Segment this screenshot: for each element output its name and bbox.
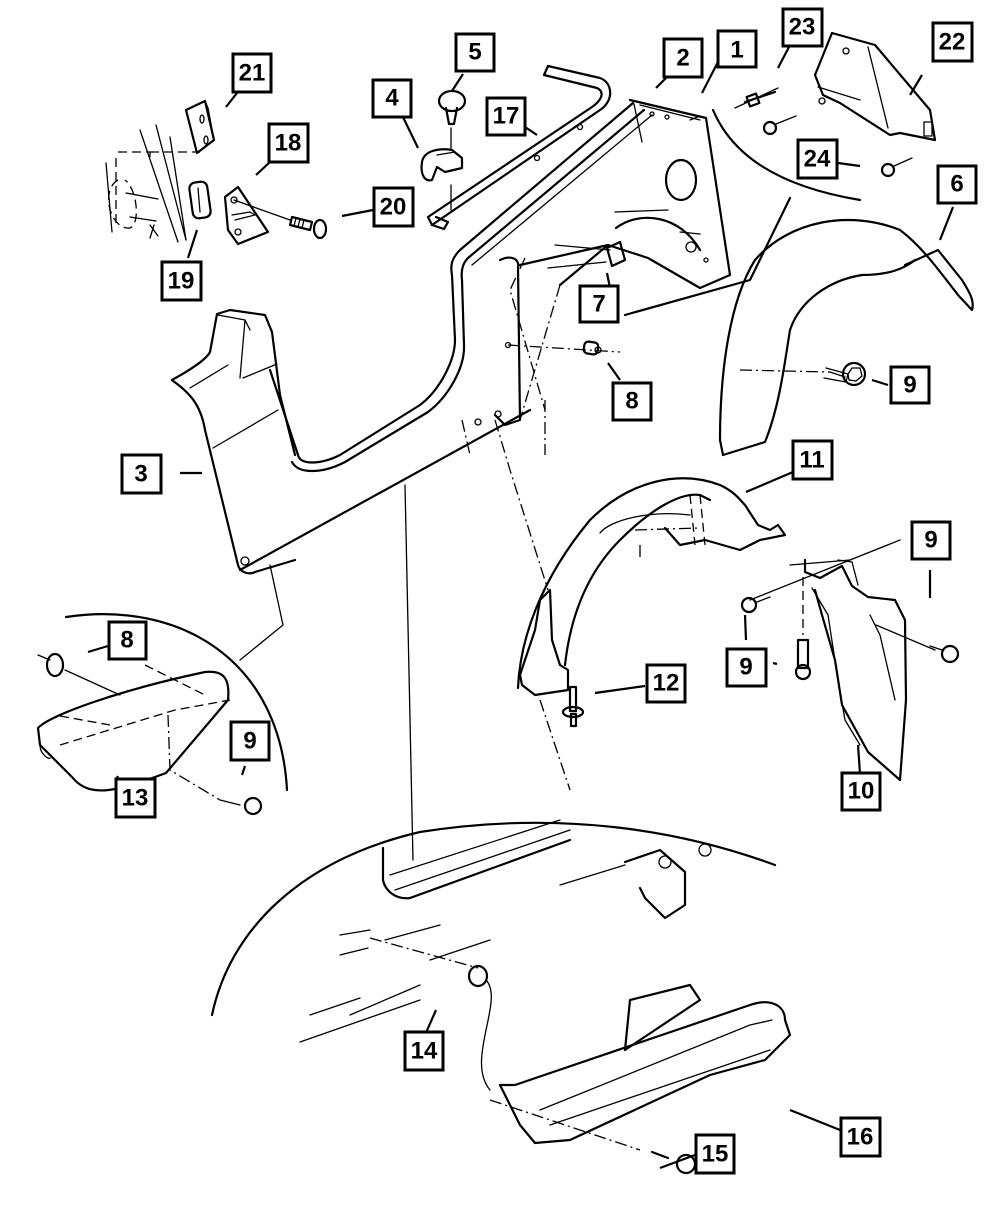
callout-label: 24 [804,146,831,173]
push-rivet-drawing [561,685,585,728]
callout-label: 18 [275,130,302,157]
callout-9-detail[interactable]: 9 [229,720,271,762]
callout-1[interactable]: 1 [716,29,758,69]
callout-label: 11 [799,447,824,474]
splash-guard-drawing [789,558,908,782]
callout-12[interactable]: 12 [645,663,687,704]
callout-10[interactable]: 10 [840,771,882,812]
fender-flare-drawing [718,218,974,457]
callout-5[interactable]: 5 [454,32,496,73]
callout-label: 19 [168,268,195,295]
body-side-panel-drawing [170,308,414,861]
callout-6[interactable]: 6 [936,164,978,205]
callout-18[interactable]: 18 [267,122,310,164]
callout-label: 21 [239,60,266,87]
striker-part [223,185,291,246]
wheelhouse-liner-drawing [516,477,787,791]
callout-4[interactable]: 4 [371,78,413,119]
clip-and-pin-drawing [420,89,467,211]
callout-label: 6 [950,171,963,198]
callout-13[interactable]: 13 [114,777,157,819]
callout-label: 13 [122,785,149,812]
flare-screw-drawing [823,361,867,387]
callout-9-guard-upper[interactable]: 9 [910,520,952,561]
callout-label: 3 [134,461,147,488]
callout-label: 9 [739,654,752,681]
callout-16[interactable]: 16 [839,1116,882,1158]
callout-20[interactable]: 20 [372,186,415,228]
callout-label: 14 [411,1038,438,1065]
callout-label: 20 [380,194,407,221]
callout-label: 23 [789,14,816,41]
callout-label: 9 [243,728,256,755]
fuel-door-detail-drawing [623,31,937,317]
shim-part [188,180,212,220]
callout-label: 9 [903,372,916,399]
callout-label: 15 [702,1141,729,1168]
weatherstrip-drawing [426,64,612,231]
striker-plate-part [150,99,216,155]
callout-label: 12 [653,670,680,697]
callout-8-detail[interactable]: 8 [107,620,148,661]
callout-7[interactable]: 7 [578,284,620,324]
callout-3[interactable]: 3 [120,453,163,495]
callout-label: 1 [730,37,743,64]
callout-19[interactable]: 19 [160,260,203,302]
callout-15[interactable]: 15 [694,1133,736,1175]
nut-upper-drawing [582,340,602,356]
callout-9-flare[interactable]: 9 [889,365,931,405]
splash-guard-screws [740,539,960,681]
side-step-detail-drawing [210,819,792,1175]
callout-8-upper[interactable]: 8 [611,381,653,422]
quarter-panel-drawing [238,98,732,572]
callout-22[interactable]: 22 [931,21,974,63]
callout-24[interactable]: 24 [796,138,839,180]
callout-label: 17 [493,103,520,130]
callout-label: 4 [385,85,399,112]
bracket-drawing [547,240,627,269]
callout-label: 5 [468,39,481,66]
callout-17[interactable]: 17 [485,96,527,137]
callout-label: 16 [847,1124,874,1151]
callout-label: 8 [120,627,133,654]
callout-label: 9 [924,527,937,554]
callout-9-guard-left[interactable]: 9 [725,647,768,688]
callout-14[interactable]: 14 [403,1030,445,1072]
callout-label: 8 [625,388,638,415]
callout-21[interactable]: 21 [231,52,273,94]
callout-label: 7 [592,291,605,318]
striker-assembly-drawing [105,99,328,246]
callout-2[interactable]: 2 [662,37,704,79]
sill-detail-drawing [36,613,289,816]
callout-label: 10 [848,778,875,805]
callout-label: 2 [676,45,689,72]
striker-screw-part [288,215,328,240]
callout-11[interactable]: 11 [791,439,834,481]
callout-label: 22 [939,29,966,56]
callout-23[interactable]: 23 [781,7,824,48]
